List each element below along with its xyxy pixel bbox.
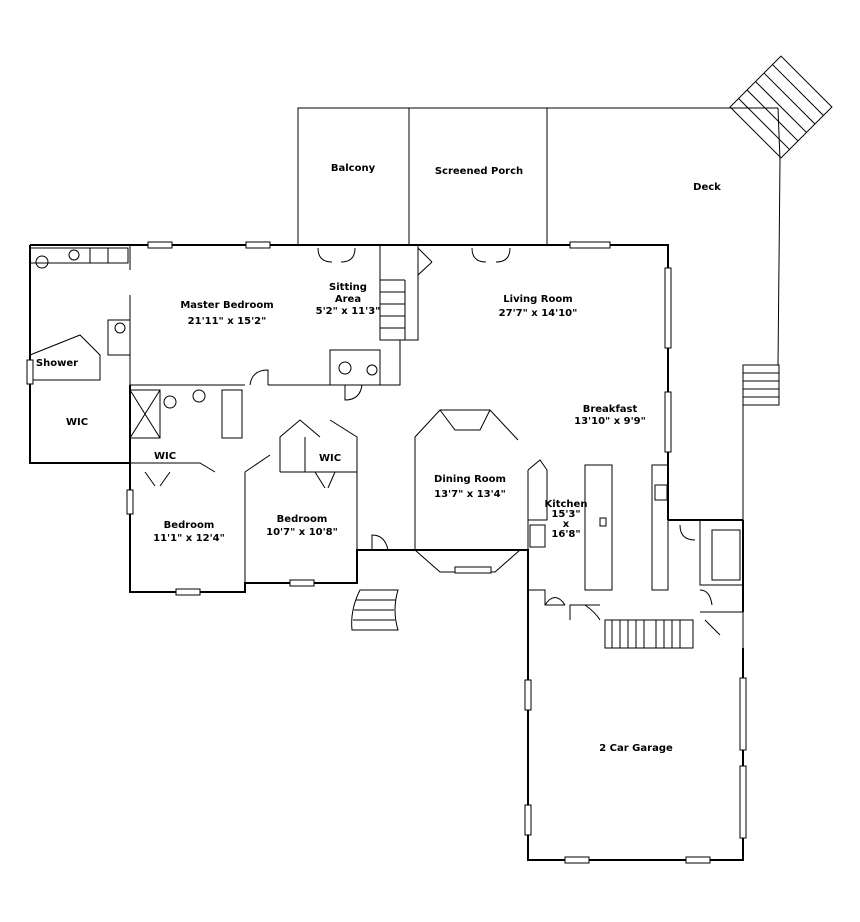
deck-stairs-top: [729, 55, 833, 159]
outdoor-walls: [297, 107, 781, 520]
room-size: 13'7" x 13'4": [434, 489, 506, 500]
exterior-walls: [29, 244, 744, 861]
room-label-breakfast: Breakfast 13'10" x 9'9": [574, 404, 646, 428]
room-height: 16'8": [551, 529, 581, 540]
room-label-balcony: Balcony: [330, 163, 376, 174]
room-name: Breakfast: [582, 404, 638, 415]
room-label-dining-room: Dining Room 13'7" x 13'4": [434, 474, 506, 501]
room-label-bedroom-1: Bedroom 11'1" x 12'4": [153, 520, 225, 545]
room-size: 27'7" x 14'10": [498, 308, 578, 319]
entry-stairs: [351, 589, 399, 631]
doors: [144, 247, 721, 636]
room-name: Sitting: [329, 282, 367, 293]
room-name: Master Bedroom: [180, 300, 274, 311]
room-label-shower: Shower: [35, 358, 79, 369]
room-label-bedroom-2: Bedroom 10'7" x 10'8": [266, 514, 338, 539]
deck-stairs-side: [742, 364, 780, 406]
room-name: Bedroom: [276, 514, 328, 525]
room-size: 13'10" x 9'9": [574, 416, 646, 427]
room-label-wic-left: WIC: [153, 451, 177, 462]
room-size: 10'7" x 10'8": [266, 527, 338, 538]
room-size: 11'1" x 12'4": [153, 533, 225, 544]
room-label-sitting-area: Sitting Area 5'2" x 11'3": [316, 282, 381, 318]
room-x: x: [562, 519, 570, 530]
room-width: 15'3": [551, 509, 581, 520]
room-label-garage: 2 Car Garage: [599, 743, 673, 754]
windows: [26, 241, 747, 864]
room-name: Bedroom: [163, 520, 215, 531]
room-label-wic-master: WIC: [65, 417, 89, 428]
room-size: 21'11" x 15'2": [187, 316, 267, 327]
room-label-living-room: Living Room 27'7" x 14'10": [499, 294, 578, 320]
room-label-deck: Deck: [693, 182, 721, 193]
room-name: Living Room: [503, 294, 573, 305]
fixtures: [35, 249, 668, 548]
room-label-wic-right: WIC: [318, 453, 342, 464]
room-size: 5'2" x 11'3": [315, 306, 381, 317]
room-label-screened-porch: Screened Porch: [434, 166, 524, 177]
room-label-master-bedroom: Master Bedroom 21'11" x 15'2": [180, 300, 273, 328]
room-name: Kitchen: [544, 499, 588, 510]
room-label-kitchen: Kitchen 15'3" x 16'8": [545, 500, 588, 540]
room-name-2: Area: [334, 294, 362, 305]
interior-walls: [29, 245, 744, 649]
room-name: Dining Room: [434, 474, 506, 485]
